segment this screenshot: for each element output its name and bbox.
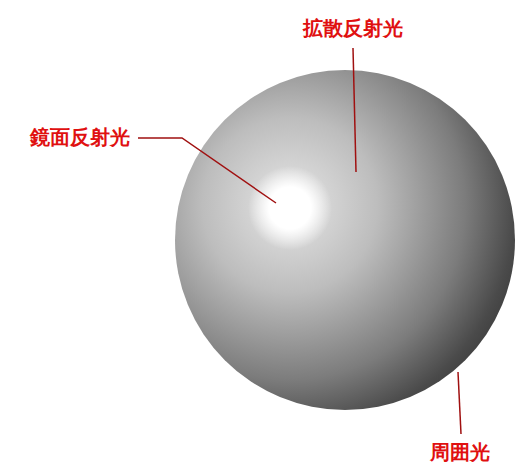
callout-label: 鏡面反射光 [30,125,130,149]
sphere [175,70,515,410]
leader-line [138,138,276,203]
specular-highlight [248,166,332,250]
leader-line [353,48,356,172]
callout-label: 拡散反射光 [303,16,403,40]
leader-line [458,372,461,434]
callout-label: 周囲光 [430,440,490,464]
